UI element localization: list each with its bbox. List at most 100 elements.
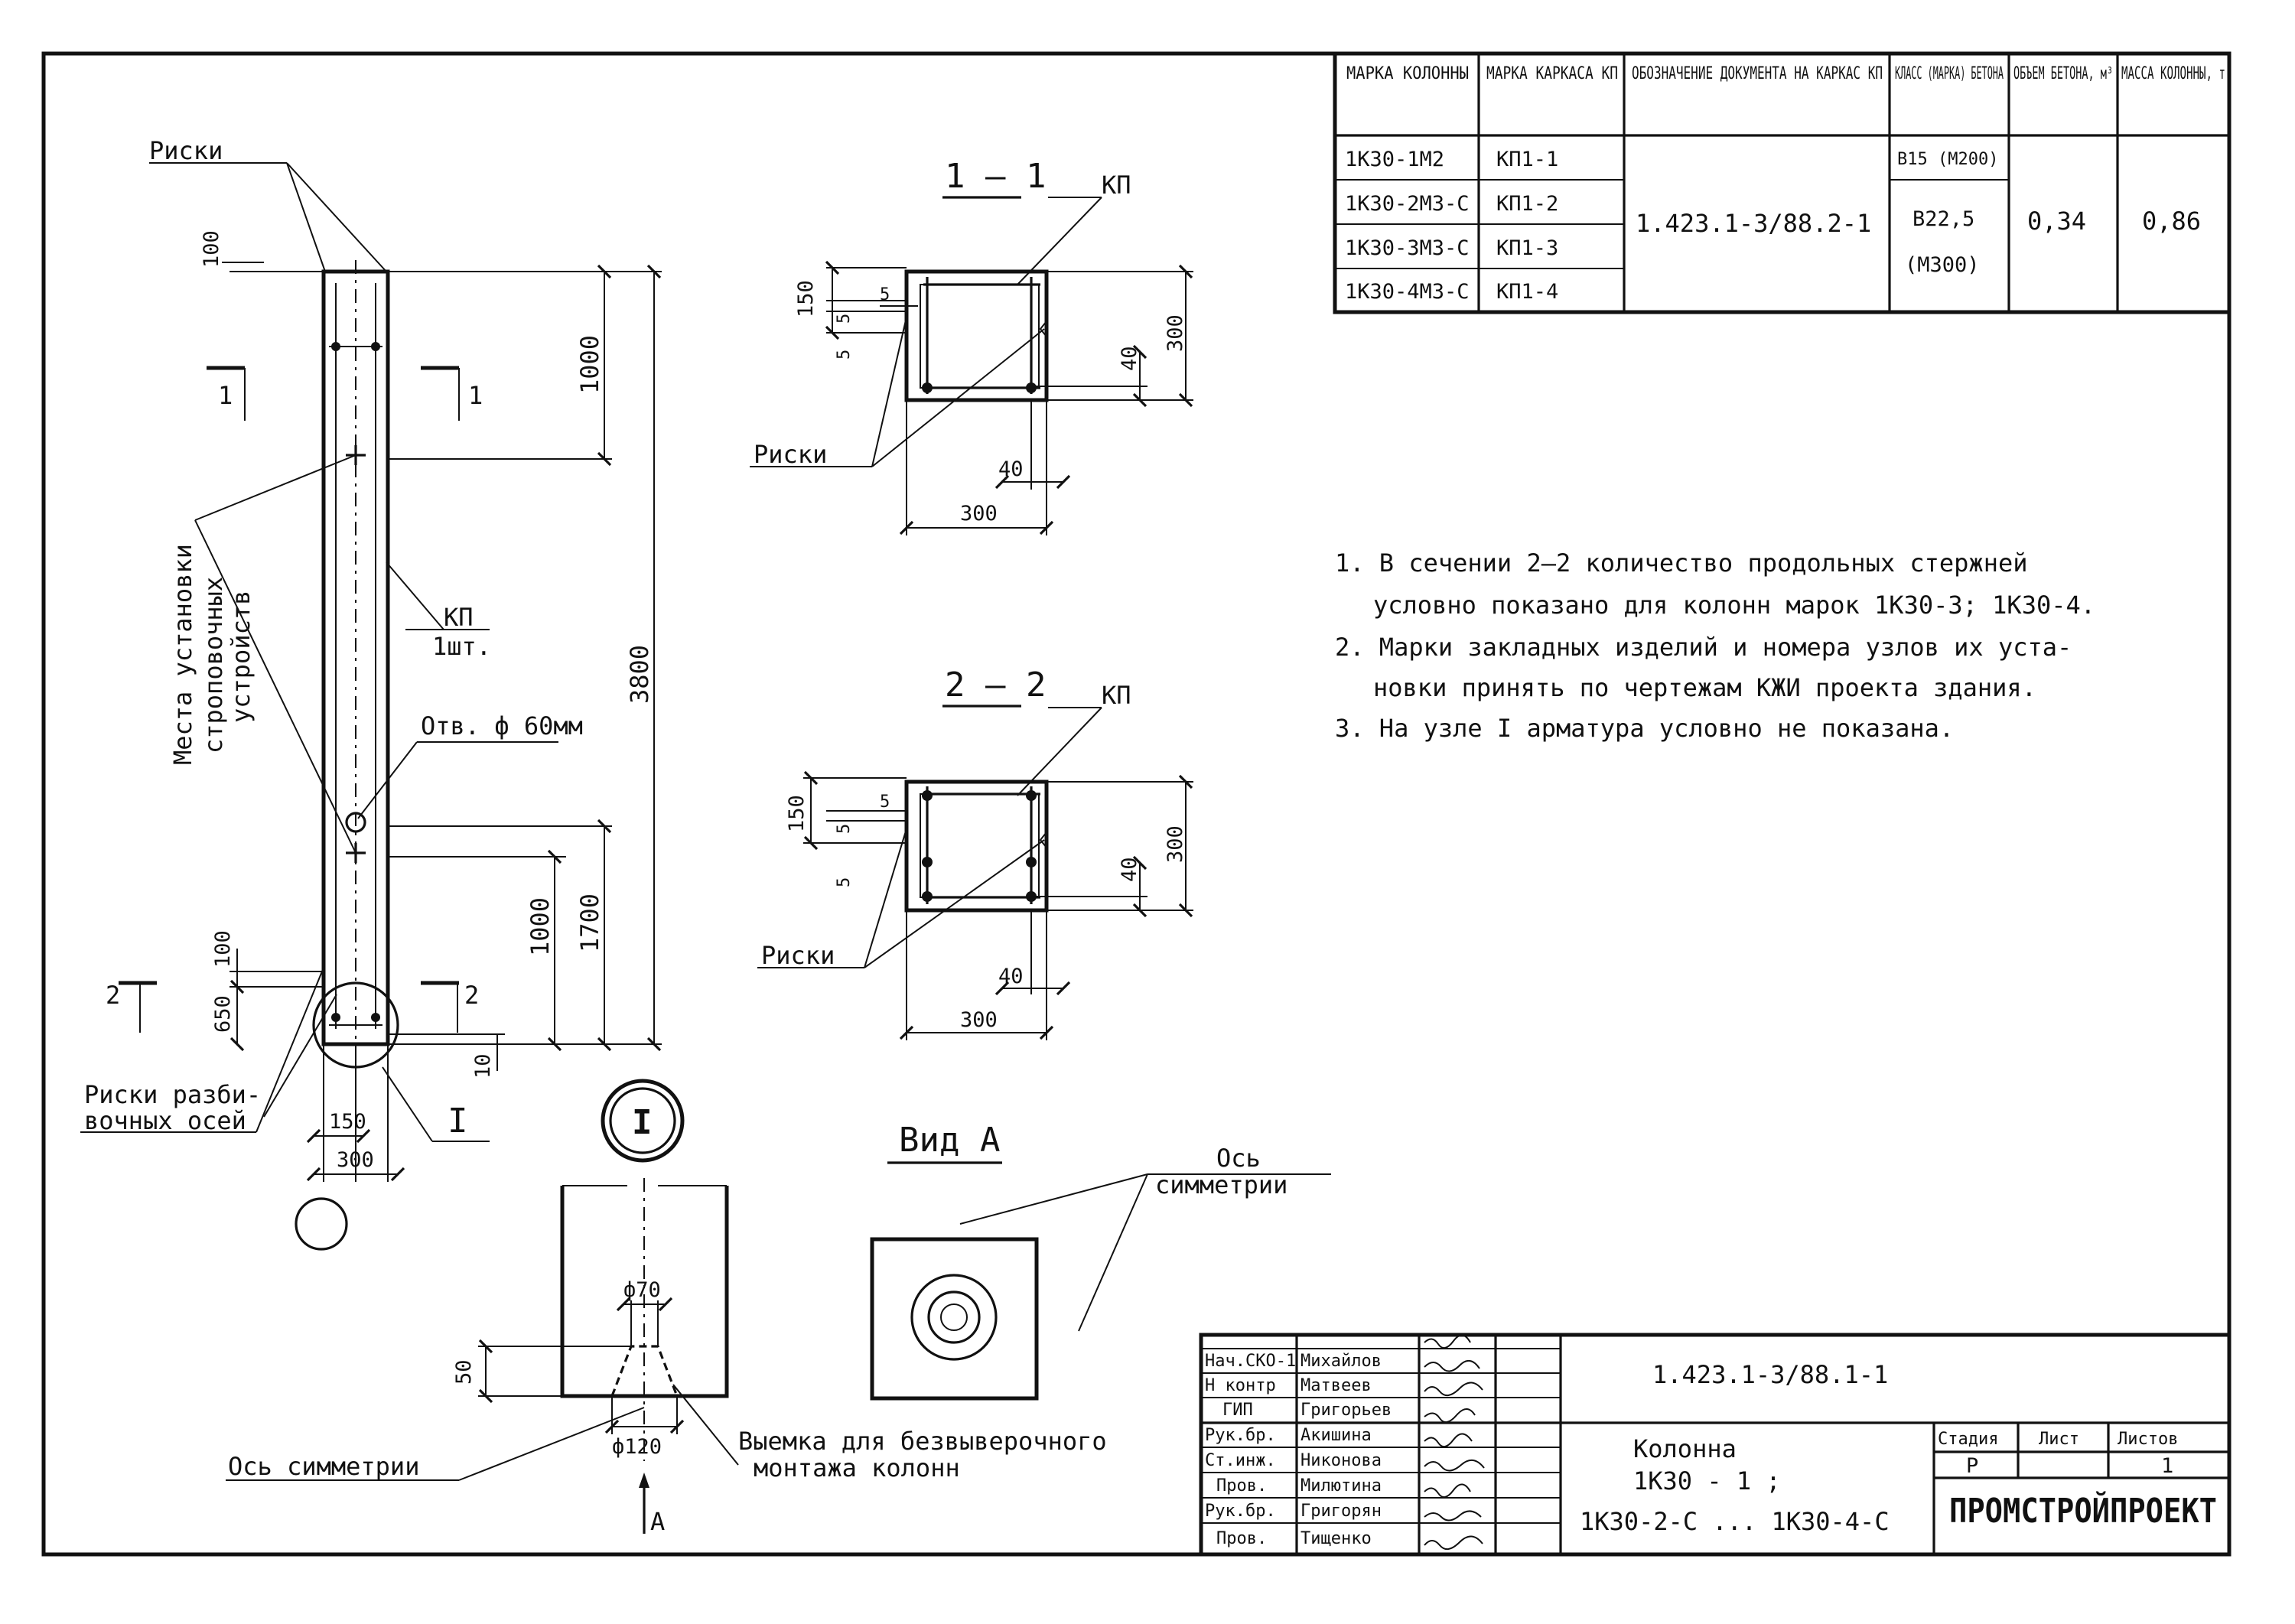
spec-row-column: 1К30-2М3-С (1345, 192, 1470, 216)
risks-label: Риски (754, 440, 827, 469)
note-line: 3. На узле I арматура условно не показан… (1335, 714, 1954, 743)
spec-row-frame: КП1-2 (1496, 192, 1558, 216)
spec-mass: 0,86 (2142, 207, 2201, 236)
org-name: ПРОМСТРОЙПРОЕКТ (1949, 1490, 2217, 1531)
cut-2-label: 2 (106, 981, 120, 1010)
stage-header: Стадия (1938, 1430, 1998, 1449)
dim-label: 300 (1164, 314, 1187, 352)
person-name: Милютина (1300, 1476, 1382, 1495)
node-label: I (448, 1102, 468, 1141)
dim-label: 50 (452, 1359, 476, 1385)
sheet-header: Лист (2039, 1430, 2079, 1449)
dim-label: 5 (835, 824, 854, 834)
person-name: Григорян (1300, 1502, 1382, 1521)
title-line: 1К30 - 1 ; (1633, 1466, 1781, 1495)
hole-circle (345, 812, 366, 833)
axis-label: симметрии (1155, 1170, 1287, 1199)
spec-row-column: 1К30-4М3-С (1345, 280, 1470, 304)
kp-label: КП (1102, 171, 1131, 200)
dim-label: 5 (880, 285, 890, 304)
axes-label: Риски разби- (84, 1080, 261, 1109)
role: Ст.инж. (1205, 1451, 1276, 1470)
dim-label: 40 (998, 457, 1024, 481)
spec-header-document: ОБОЗНАЧЕНИЕ ДОКУМЕНТА НА КАРКАС КП (1632, 64, 1883, 83)
spec-document: 1.423.1-3/88.2-1 (1636, 209, 1871, 238)
person-name: Михайлов (1300, 1352, 1382, 1371)
spec-table: МАРКА КОЛОННЫ МАРКА КАРКАСА КП ОБОЗНАЧЕН… (1333, 51, 2232, 314)
dim-label: 1000 (526, 897, 555, 956)
risks-label: Риски (149, 136, 223, 165)
view-outline (870, 1237, 1039, 1401)
spec-concrete-2b: (М300) (1905, 253, 1980, 277)
role: Нач.СКО-1 (1205, 1352, 1296, 1371)
role: Н контр (1205, 1376, 1276, 1395)
column-elevation: Риски КП 1шт. Отв. ф 60мм Места установк… (80, 136, 662, 1251)
spec-header-mass: МАССА КОЛОННЫ, т (2121, 64, 2225, 83)
spec-row-frame: КП1-3 (1496, 236, 1558, 260)
dim-label: 150 (329, 1110, 366, 1134)
title-line: 1К30-2-С ... 1К30-4-С (1580, 1507, 1890, 1536)
view-title: Вид А (899, 1121, 1000, 1160)
axis-marker-circle (295, 1197, 348, 1251)
dim-label: 10 (471, 1053, 495, 1079)
axis-label: Ось симметрии (228, 1452, 419, 1481)
spec-volume: 0,34 (2027, 207, 2086, 236)
spec-header-concrete: КЛАСС (МАРКА) БЕТОНА (1895, 64, 2004, 83)
dim-label: ф70 (623, 1278, 661, 1302)
spec-row-column: 1К30-1М2 (1345, 148, 1444, 171)
spec-header-volume: ОБЪЕМ БЕТОНА, м³ (2013, 64, 2113, 83)
section-2-2: 2 – 2 КП Риски 150 (757, 666, 1193, 1040)
note-line: 2. Марки закладных изделий и номера узло… (1335, 633, 2072, 662)
kp-label: КП (1102, 681, 1131, 710)
spec-header-column: МАРКА КОЛОННЫ (1346, 64, 1469, 83)
node-symbol-label: I (632, 1103, 653, 1142)
node-detail: I ф70 ф120 50 Ось симметрии Выемка для б… (226, 1079, 1107, 1536)
hole-label: Отв. ф 60мм (421, 711, 583, 740)
spec-concrete-2a: В22,5 (1912, 207, 1974, 231)
person-name: Тищенко (1300, 1529, 1372, 1548)
dim-label: 650 (211, 995, 235, 1033)
cut-2-label: 2 (464, 981, 479, 1010)
dim-label: 5 (835, 350, 854, 360)
dim-label: 40 (998, 965, 1024, 988)
section-title: 2 – 2 (945, 666, 1046, 705)
notch-label: Выемка для безвыверочного (738, 1427, 1107, 1456)
person-name: Матвеев (1300, 1376, 1372, 1395)
stage-value: Р (1966, 1454, 1978, 1478)
role: Пров. (1216, 1529, 1267, 1548)
dim-label: 100 (211, 930, 235, 968)
notes: 1. В сечении 2–2 количество продольных с… (1335, 548, 2095, 743)
dim-label: 150 (785, 795, 809, 832)
person-name: Акишина (1300, 1426, 1372, 1445)
title-block: Нач.СКО-1 Михайлов Н контр Матвеев ГИП Г… (1199, 1333, 2232, 1557)
view-a: Вид А Ось симметрии (870, 1121, 1331, 1401)
note-line: условно показано для колонн марок 1К30-3… (1373, 591, 2095, 620)
cut-1-label: 1 (468, 381, 483, 410)
notch-label: монтажа колонн (754, 1453, 960, 1482)
role: Рук.бр. (1205, 1502, 1276, 1521)
sling-label: строповочных (199, 577, 228, 753)
note-line: 1. В сечении 2–2 количество продольных с… (1335, 548, 2027, 578)
role: ГИП (1222, 1401, 1253, 1420)
sheet-frame (41, 51, 2232, 1557)
section-1-1: 1 – 1 КП Риски 150 5 5 (750, 157, 1193, 535)
spec-concrete-1: В15 (М200) (1897, 150, 1998, 169)
dim-label: 150 (794, 280, 818, 317)
section-title: 1 – 1 (945, 157, 1046, 196)
dim-label: 3800 (625, 645, 654, 704)
axis-label: Ось (1216, 1144, 1261, 1173)
dim-label: 40 (1118, 346, 1141, 371)
sling-label: устройств (226, 591, 256, 723)
note-line: новки принять по чертежам КЖИ проекта зд… (1373, 673, 2036, 702)
sheets-value: 1 (2161, 1454, 2173, 1478)
axes-label: вочных осей (84, 1106, 246, 1135)
sheets-header: Листов (2118, 1430, 2178, 1449)
dim-label: 1000 (575, 335, 604, 394)
document-code: 1.423.1-3/88.1-1 (1652, 1360, 1888, 1389)
node-symbol (601, 1079, 685, 1163)
dim-label: ф120 (612, 1435, 662, 1459)
dim-label: 1700 (575, 893, 604, 952)
kp-label: КП (444, 603, 474, 632)
person-name: Григорьев (1300, 1401, 1392, 1420)
